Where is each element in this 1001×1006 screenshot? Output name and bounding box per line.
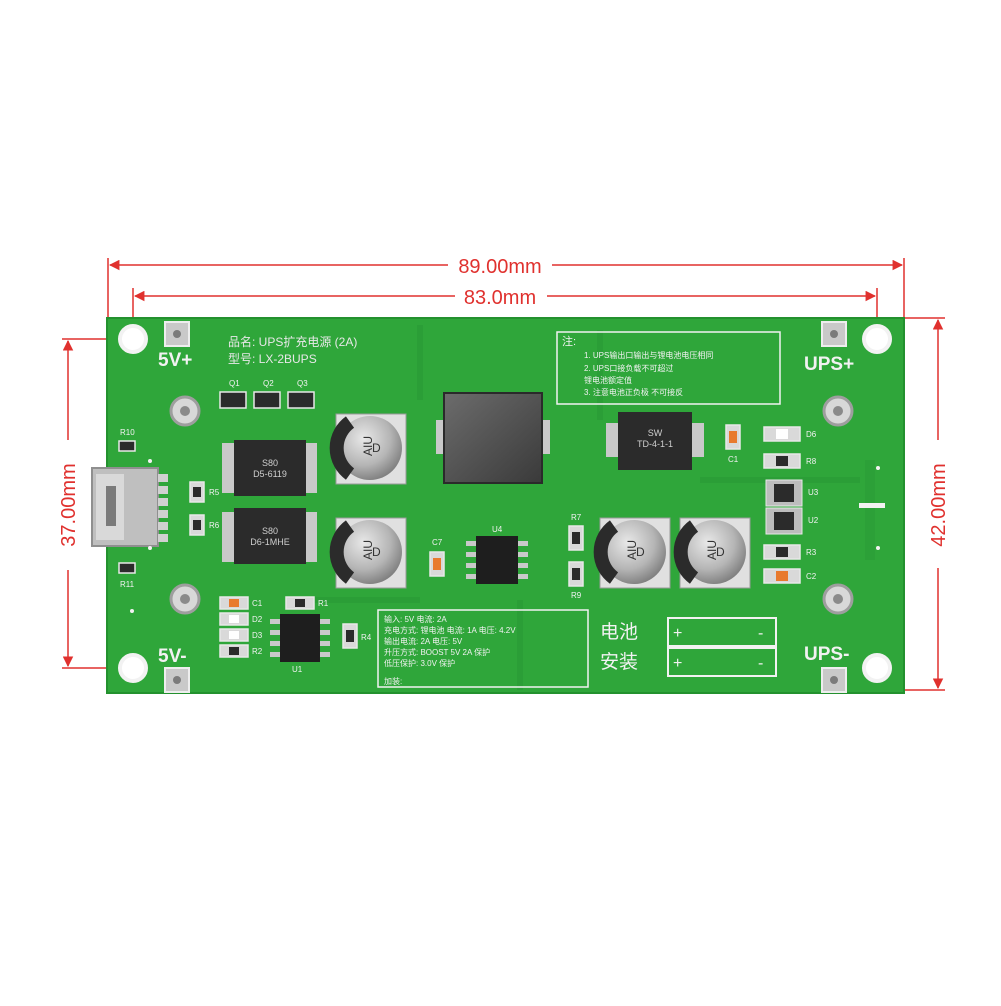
svg-text:R11: R11 — [120, 580, 135, 589]
svg-text:D: D — [372, 545, 381, 559]
svg-text:-: - — [758, 625, 763, 642]
mount-hole-bottom-right — [862, 653, 892, 683]
ic-u1 — [270, 614, 330, 662]
spec-line-3: 输出电流: 2A 电压: 5V — [384, 636, 463, 646]
capacitor-top-left: AIU D — [329, 413, 407, 485]
svg-text:R1: R1 — [318, 599, 329, 608]
battery-slot-2 — [667, 647, 777, 677]
svg-text:Q2: Q2 — [263, 379, 274, 388]
note-line-1: 1. UPS输出口输出与锂电池电压相同 — [584, 350, 713, 360]
svg-text:TD-4-1-1: TD-4-1-1 — [637, 439, 673, 449]
spec-line-4: 升压方式: BOOST 5V 2A 保护 — [384, 647, 490, 657]
svg-text:R8: R8 — [806, 457, 817, 466]
capacitor-mid-right: AIU D — [673, 517, 751, 589]
svg-text:D: D — [372, 441, 381, 455]
svg-text:SW: SW — [648, 428, 663, 438]
dimension-hole-height: 37.00mm — [58, 338, 128, 669]
svg-text:AIU: AIU — [625, 540, 639, 560]
mount-hole-top-right — [862, 324, 892, 354]
micro-usb-connector — [91, 467, 168, 547]
mount-hole-top-left — [118, 324, 148, 354]
mosfet2-text-1: S80 — [262, 526, 278, 536]
spec-line-5: 低压保护: 3.0V 保护 — [384, 658, 455, 668]
svg-text:Q3: Q3 — [297, 379, 308, 388]
svg-text:C7: C7 — [432, 538, 443, 547]
hole-width-label: 83.0mm — [464, 287, 536, 309]
label-5v-plus: 5V+ — [158, 350, 192, 371]
svg-text:U2: U2 — [808, 516, 819, 525]
electrolytic-capacitors: AIU D AIU D AIU D AIU D — [329, 413, 751, 589]
svg-text:AIU: AIU — [705, 540, 719, 560]
note-title: 注: — [562, 334, 576, 348]
svg-text:R9: R9 — [571, 591, 582, 600]
svg-text:+: + — [673, 655, 682, 672]
svg-text:Q1: Q1 — [229, 379, 240, 388]
svg-text:D3: D3 — [252, 631, 263, 640]
svg-text:U4: U4 — [492, 525, 503, 534]
transistors — [219, 391, 315, 409]
mosfet1-text-1: S80 — [262, 458, 278, 468]
svg-text:R7: R7 — [571, 513, 582, 522]
polarity-mark — [859, 503, 885, 508]
silk-product-name: 品名: UPS扩充电源 (2A) — [228, 334, 357, 349]
svg-text:R3: R3 — [806, 548, 817, 557]
svg-text:C1: C1 — [252, 599, 263, 608]
label-ups-minus: UPS- — [804, 644, 849, 665]
capacitor-mid-left: AIU D — [329, 517, 407, 589]
mosfet-packages: S80 D5-6119 S80 D6-1MHE — [222, 440, 317, 564]
svg-text:D: D — [636, 545, 645, 559]
silk-model: 型号: LX-2BUPS — [228, 352, 317, 366]
note-box: 注: 1. UPS输出口输出与锂电池电压相同 2. UPS口接负载不可超过 锂电… — [556, 331, 781, 405]
small-components — [118, 424, 801, 658]
overall-height-label: 42.00mm — [928, 463, 950, 546]
mosfet1-text-2: D5-6119 — [253, 469, 287, 479]
note-line-4: 3. 注意电池正负极 不可接反 — [584, 387, 683, 397]
svg-text:R6: R6 — [209, 521, 220, 530]
svg-text:R2: R2 — [252, 647, 263, 656]
svg-text:U1: U1 — [292, 665, 303, 674]
mosfet2-text-2: D6-1MHE — [250, 537, 290, 547]
label-ups-plus: UPS+ — [804, 354, 854, 375]
svg-text:R5: R5 — [209, 488, 220, 497]
svg-text:R4: R4 — [361, 633, 372, 642]
capacitor-mid-center: AIU D — [593, 517, 671, 589]
dimension-overall-height: 42.00mm — [900, 317, 950, 691]
designators: Q1 Q2 Q3 R10 R11 R5 R6 C1 D2 D3 R2 R1 R4… — [120, 379, 819, 674]
mounting-holes — [118, 324, 892, 683]
battery-label-2: 安装 — [600, 651, 638, 673]
svg-text:AIU: AIU — [361, 540, 375, 560]
label-5v-minus: 5V- — [158, 646, 187, 667]
schottky-diode: SW TD-4-1-1 — [606, 412, 704, 470]
spec-box: 输入: 5V 电流: 2A 充电方式: 锂电池 电流: 1A 电压: 4.2V … — [377, 609, 589, 688]
power-inductor — [436, 392, 550, 484]
battery-label-1: 电池 — [600, 621, 638, 643]
dimension-hole-width: 83.0mm — [132, 287, 878, 330]
ic-u4 — [466, 536, 528, 584]
svg-text:D6: D6 — [806, 430, 817, 439]
svg-text:C2: C2 — [806, 572, 817, 581]
svg-text:-: - — [758, 655, 763, 672]
dimension-overall-width: 89.00mm — [107, 256, 905, 320]
svg-text:AIU: AIU — [361, 436, 375, 456]
svg-text:R10: R10 — [120, 428, 135, 437]
spec-line-2: 充电方式: 锂电池 电流: 1A 电压: 4.2V — [384, 625, 516, 635]
overall-width-label: 89.00mm — [458, 256, 541, 278]
svg-text:D2: D2 — [252, 615, 263, 624]
ic-u3-u2 — [765, 479, 803, 535]
hole-height-label: 37.00mm — [58, 463, 80, 546]
svg-text:+: + — [673, 625, 682, 642]
battery-area: 电池 安装 + - + - — [600, 617, 777, 677]
mount-hole-bottom-left — [118, 653, 148, 683]
svg-text:D: D — [716, 545, 725, 559]
note-line-3: 锂电池额定值 — [584, 375, 632, 385]
spec-line-1: 输入: 5V 电流: 2A — [384, 614, 447, 624]
spec-line-7: 加装: — [384, 676, 402, 686]
battery-slot-1 — [667, 617, 777, 647]
svg-text:C1: C1 — [728, 455, 739, 464]
terminal-pads — [164, 321, 847, 693]
note-line-2: 2. UPS口接负载不可超过 — [584, 363, 673, 373]
svg-text:U3: U3 — [808, 488, 819, 497]
